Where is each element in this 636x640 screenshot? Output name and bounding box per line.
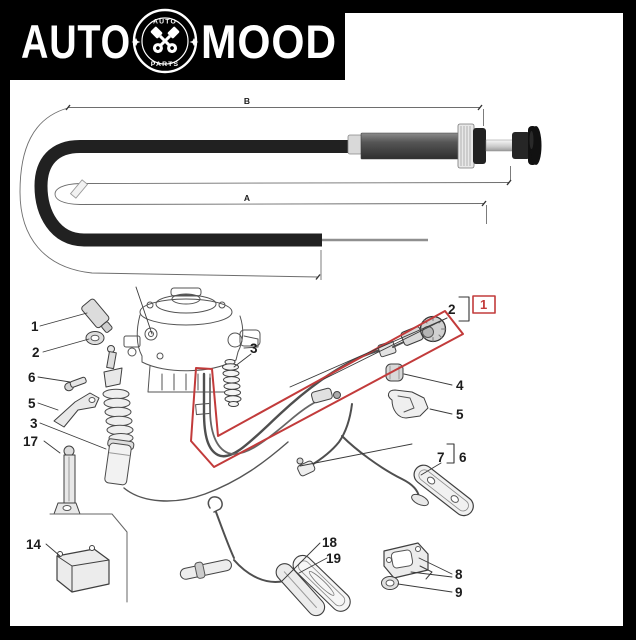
part-3-boot <box>102 345 289 502</box>
part-3-spring <box>222 359 242 407</box>
part-5-lever <box>53 392 100 428</box>
dim-label-a: A <box>244 193 250 203</box>
callout-19: 19 <box>326 551 341 566</box>
assembly-ref-box <box>472 295 496 314</box>
accelerator-rod <box>309 403 420 498</box>
pedal-t-handle <box>179 559 232 580</box>
callout-5: 5 <box>28 396 36 411</box>
emblem-star-right <box>189 38 199 46</box>
part-9-nut <box>381 576 399 590</box>
callout-8: 8 <box>455 567 463 582</box>
callout-2-assembly: 2 <box>448 302 456 317</box>
top-cable-figure: B A <box>19 96 542 280</box>
part-5-clip <box>387 389 429 419</box>
cable-housing-tube <box>360 132 461 160</box>
rod-clevis <box>297 460 316 477</box>
part-8-bracket <box>383 542 433 580</box>
knurled-collar <box>457 123 475 169</box>
callout-4: 4 <box>456 378 464 393</box>
cable-clamp-ring <box>69 179 89 199</box>
callout-7: 7 <box>437 450 445 465</box>
crossed-pistons-icon <box>150 26 180 54</box>
emblem-word-auto: AUTO <box>153 19 177 26</box>
callout-3: 3 <box>30 416 38 431</box>
callout-3-right: 3 <box>250 341 258 356</box>
callout-14: 14 <box>26 537 42 552</box>
red-highlight-outline <box>190 310 464 468</box>
group-divider-line <box>49 513 128 603</box>
callout-6-right: 6 <box>459 450 467 465</box>
callout-9: 9 <box>455 585 463 600</box>
emblem-star-left <box>131 38 141 46</box>
knob-shaft <box>485 139 514 152</box>
callout-1-assembly-ref: 1 <box>480 297 487 312</box>
cable-ferrule <box>347 134 363 155</box>
part-1-pin <box>81 298 113 333</box>
callout-5-right: 5 <box>456 407 464 422</box>
emblem-word-parts: PARTS <box>151 61 180 68</box>
mount-flange <box>473 128 486 164</box>
clevis-pin <box>296 457 304 465</box>
brand-logo: AUTO MOOD AUTO PARTS <box>10 0 345 80</box>
part-6-bolt <box>64 376 87 392</box>
parts-diagram: 1 2 6 5 3 17 14 3 2 1 4 5 7 6 18 19 8 9 <box>23 286 496 617</box>
choke-pull-knob <box>512 126 542 165</box>
part-19-pedal-cover <box>292 554 351 612</box>
logo-word-auto: AUTO <box>21 15 131 68</box>
carburetor-sketch <box>123 287 261 393</box>
part-2-nut <box>85 331 105 345</box>
dimension-lines <box>19 104 512 280</box>
callout-2: 2 <box>32 345 40 360</box>
choke-cable-sheath <box>34 140 351 247</box>
part-7-pedal-pad <box>413 464 474 517</box>
logo-word-mood: MOOD <box>201 15 337 68</box>
logo-emblem: AUTO PARTS <box>131 8 199 74</box>
leader-lines <box>37 286 470 593</box>
callout-17: 17 <box>23 434 38 449</box>
rod-foot <box>411 493 429 507</box>
dim-label-b: B <box>244 96 250 106</box>
part-18-pedal-plate <box>275 563 326 617</box>
callout-labels: 1 2 6 5 3 17 14 3 2 1 4 5 7 6 18 19 8 9 <box>23 297 487 600</box>
callout-18: 18 <box>322 535 338 550</box>
callout-1: 1 <box>31 319 39 334</box>
paper-background <box>10 13 623 626</box>
part-14-cover <box>56 545 110 593</box>
callout-6: 6 <box>28 370 36 385</box>
part-17-bracket <box>53 445 81 515</box>
